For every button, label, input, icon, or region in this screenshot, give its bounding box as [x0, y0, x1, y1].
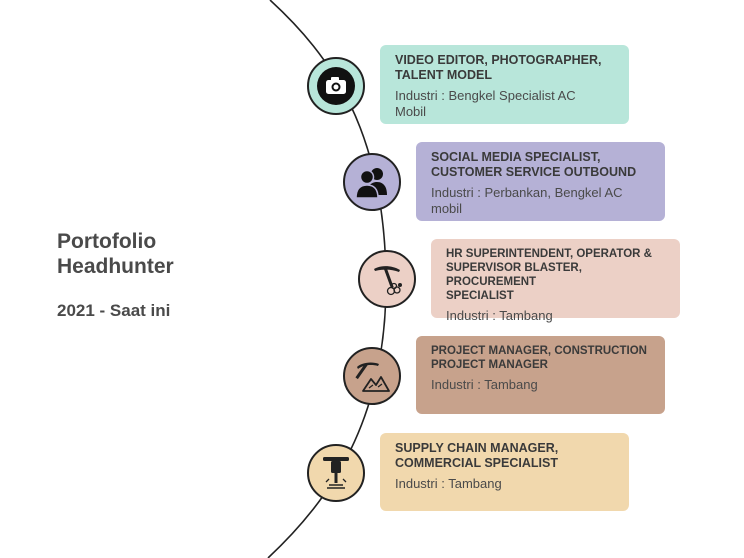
camera-icon	[317, 67, 355, 105]
pickaxe-mountain-icon	[355, 362, 390, 392]
timeline-card-5: SUPPLY CHAIN MANAGER, COMMERCIAL SPECIAL…	[380, 433, 629, 511]
timeline-card-1: VIDEO EDITOR, PHOTOGRAPHER, TALENT MODEL…	[380, 45, 629, 124]
card-industry: Industri : Bengkel Specialist AC Mobil	[395, 88, 576, 119]
card-role: PROJECT MANAGER, CONSTRUCTION PROJECT MA…	[431, 345, 647, 371]
card-role: SUPPLY CHAIN MANAGER, COMMERCIAL SPECIAL…	[395, 441, 559, 470]
page-title: Portofolio Headhunter	[57, 230, 174, 278]
card-industry: Industri : Tambang	[431, 377, 538, 392]
card-role: VIDEO EDITOR, PHOTOGRAPHER, TALENT MODEL	[395, 53, 602, 82]
people-icon	[355, 168, 387, 199]
timeline-card-2: SOCIAL MEDIA SPECIALIST, CUSTOMER SERVIC…	[416, 142, 665, 221]
card-industry: Industri : Perbankan, Bengkel AC mobil	[431, 185, 623, 216]
timeline-node-5	[307, 444, 365, 502]
period-label: 2021 - Saat ini	[57, 301, 171, 320]
card-industry: Industri : Tambang	[395, 476, 502, 491]
pickaxe-rocks-icon	[374, 266, 402, 296]
timeline-node-3	[358, 250, 416, 308]
timeline-node-1	[307, 57, 365, 115]
timeline-card-4: PROJECT MANAGER, CONSTRUCTION PROJECT MA…	[416, 336, 665, 414]
timeline-card-3: HR SUPERINTENDENT, OPERATOR & SUPERVISOR…	[431, 239, 680, 323]
timeline-node-2	[343, 153, 401, 211]
card-role: HR SUPERINTENDENT, OPERATOR & SUPERVISOR…	[446, 248, 652, 302]
timeline-node-4	[343, 347, 401, 405]
card-industry: Industri : Tambang	[446, 308, 553, 323]
jackhammer-icon	[323, 457, 349, 489]
card-role: SOCIAL MEDIA SPECIALIST, CUSTOMER SERVIC…	[431, 150, 637, 179]
